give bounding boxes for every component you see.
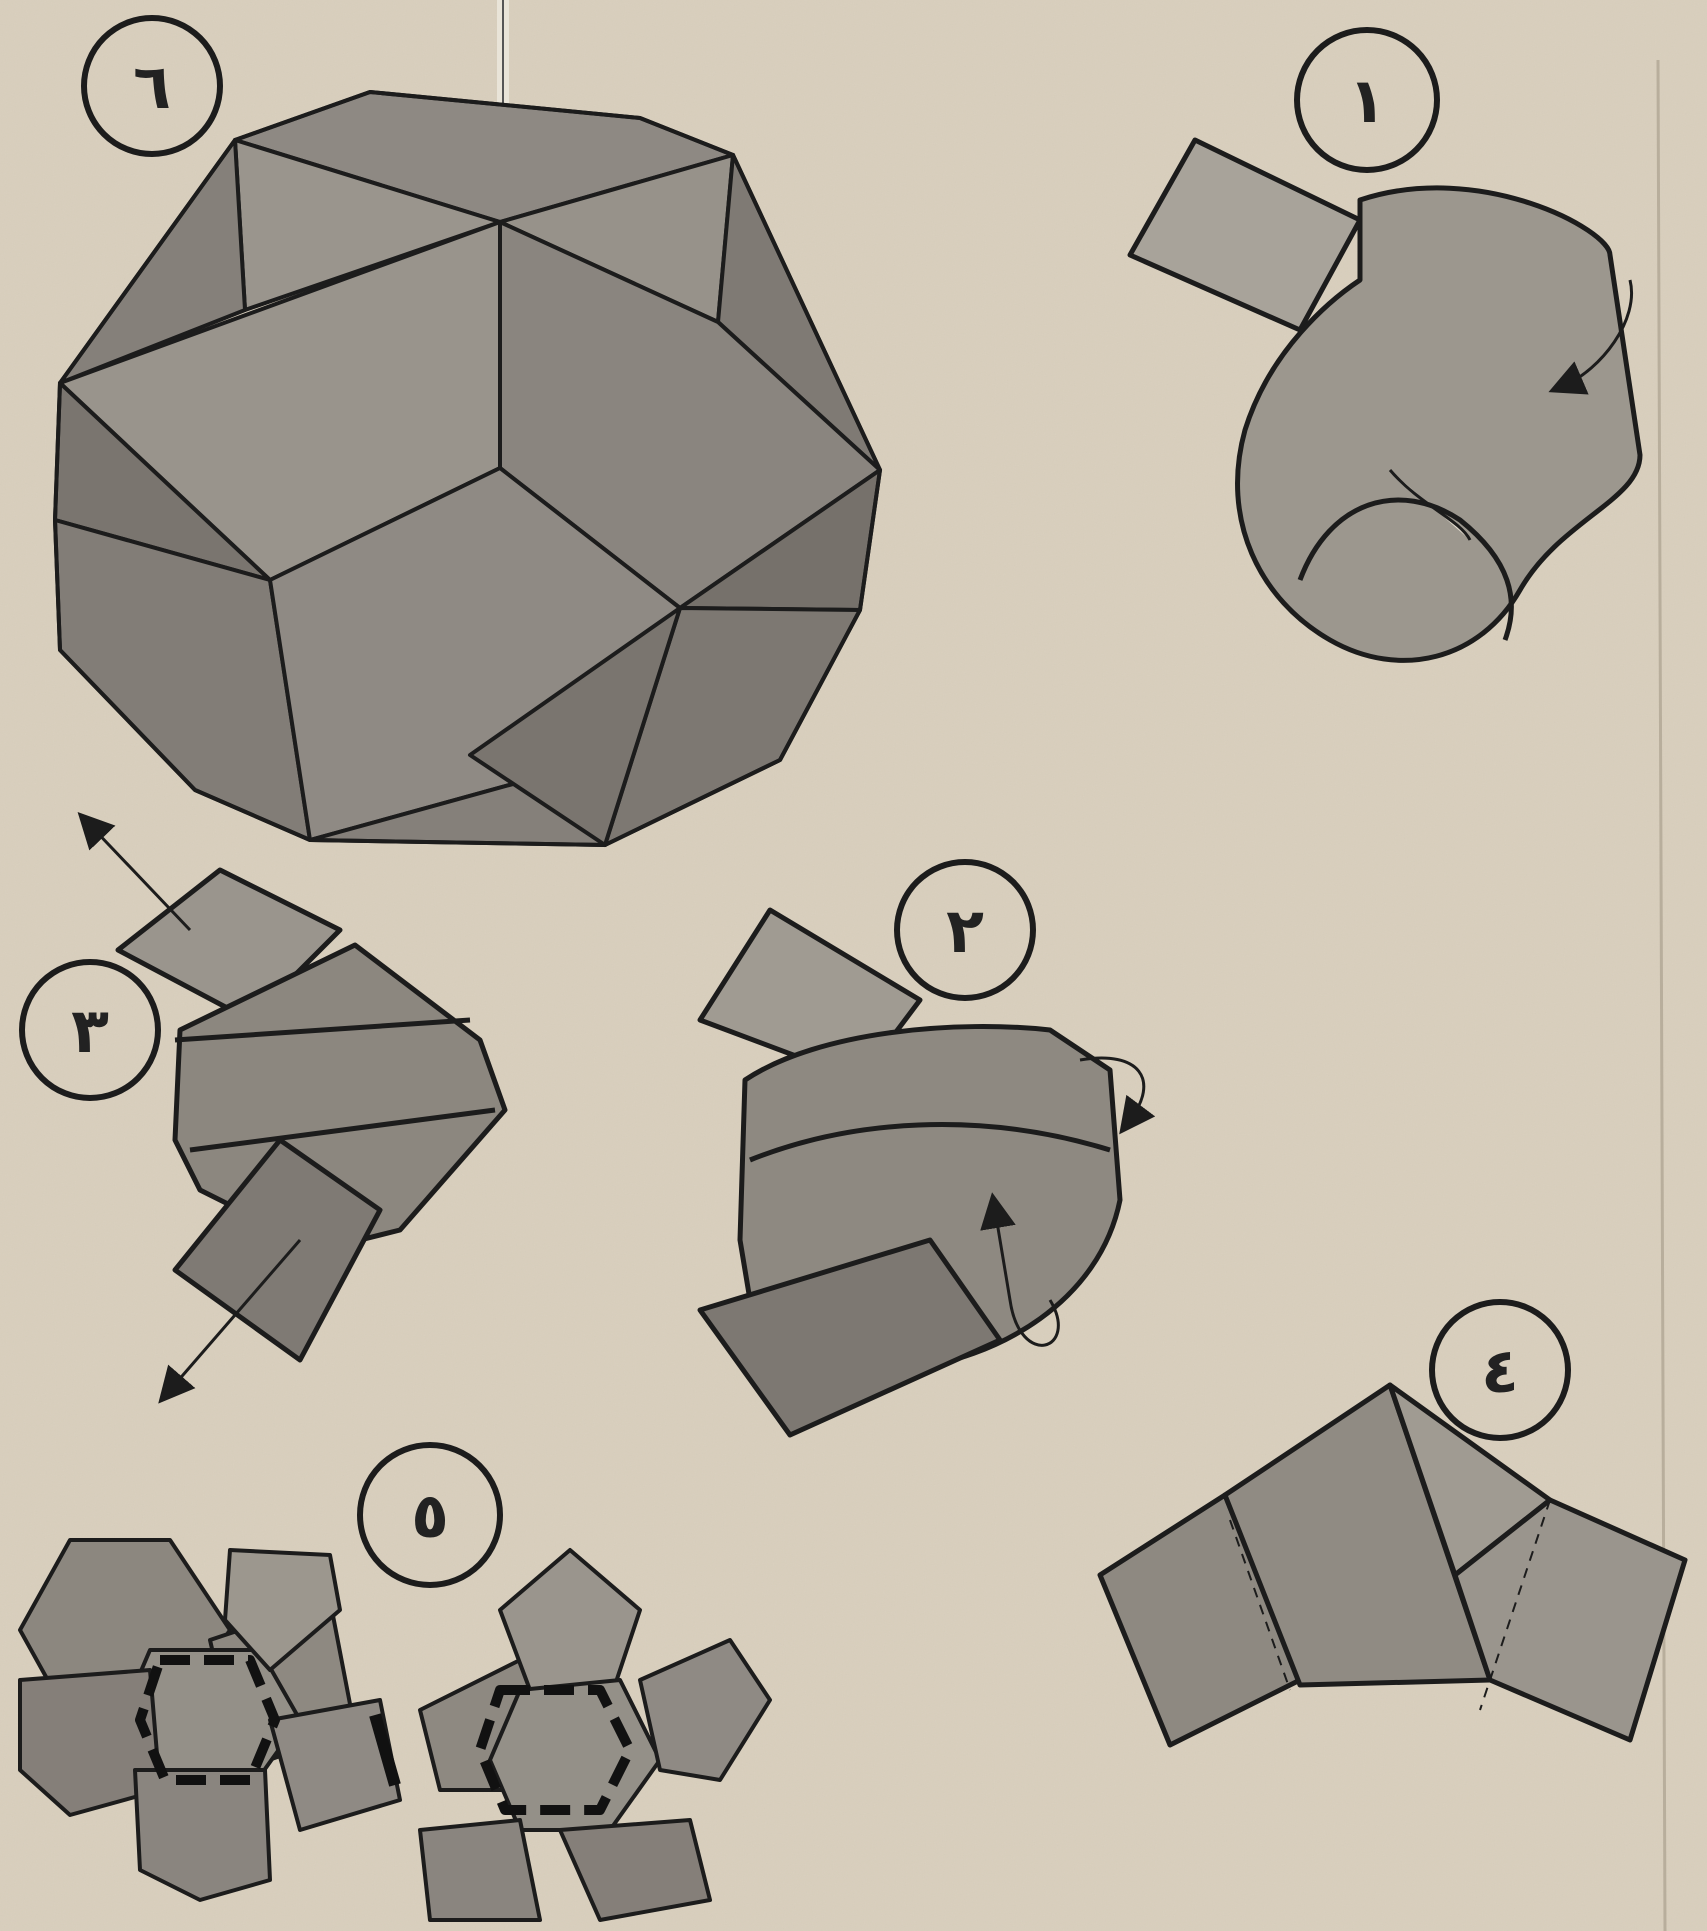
step-3-label: ٣ (71, 994, 109, 1067)
step-1-label: ١ (1348, 64, 1386, 137)
step-2-label: ٢ (946, 894, 984, 967)
step-4-label: ٤ (1481, 1334, 1519, 1407)
unit-hexagon (420, 1820, 540, 1920)
step-6-label: ٦ (133, 50, 171, 123)
step-5-label: ٥ (411, 1479, 449, 1552)
